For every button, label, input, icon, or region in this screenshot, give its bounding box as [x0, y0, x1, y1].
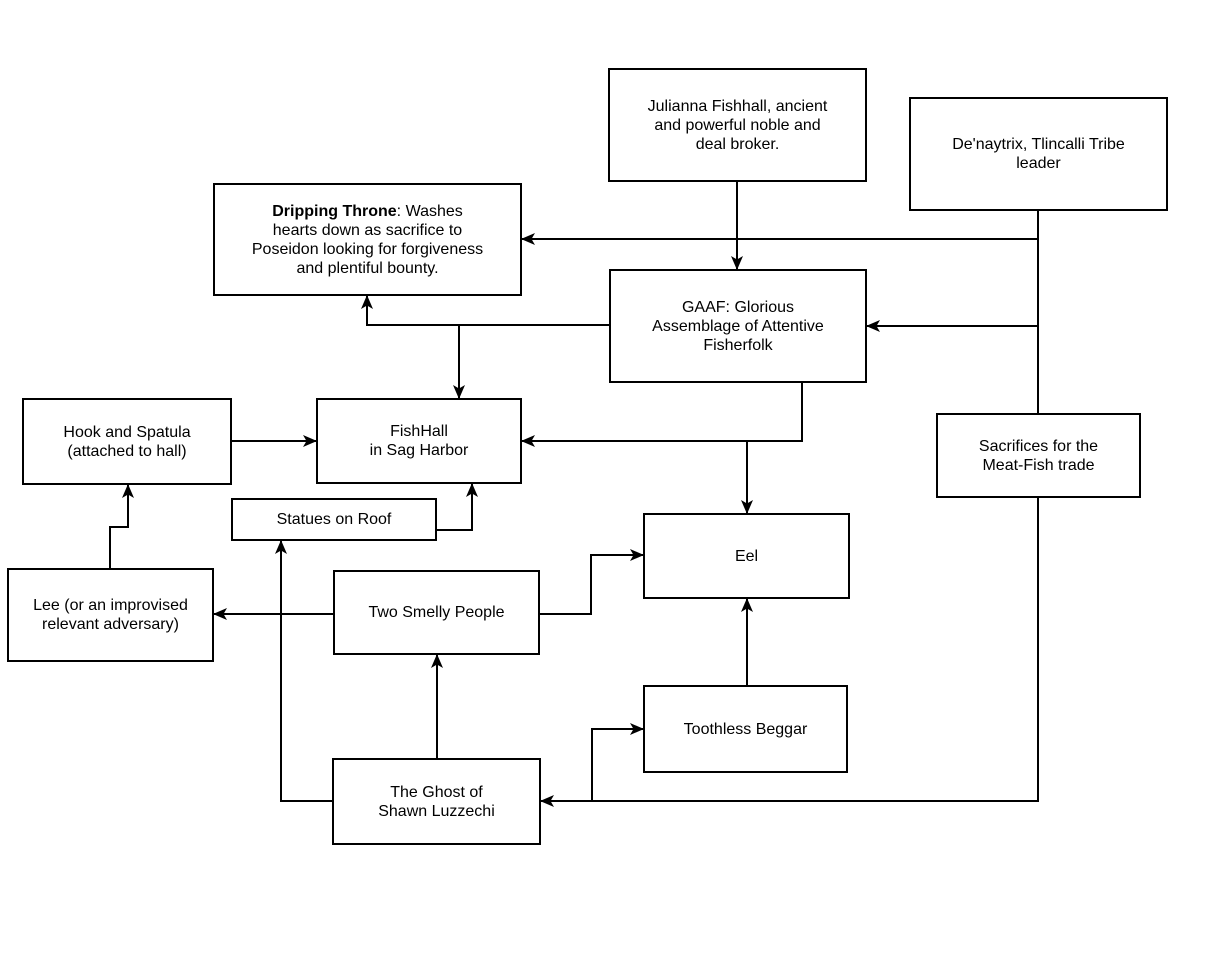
node-label-bold-dripping: Dripping Throne [272, 202, 397, 220]
node-label-hook: Hook and Spatula (attached to hall) [63, 423, 191, 460]
edge-gaaf-to-dripping [361, 295, 609, 326]
node-label-gaaf: GAAF: Glorious Assemblage of Attentive F… [652, 298, 824, 354]
node-label-eel: Eel [734, 547, 759, 565]
edge-denaytrix-to-gaaf [866, 239, 1039, 332]
node-fishhall: FishHall in Sag Harbor [316, 398, 522, 484]
node-sacrifices: Sacrifices for the Meat-Fish trade [936, 413, 1141, 498]
node-label-dripping: Dripping Throne: Washes hearts down as s… [248, 202, 487, 278]
node-toothless: Toothless Beggar [643, 685, 848, 773]
node-dripping: Dripping Throne: Washes hearts down as s… [213, 183, 522, 296]
edge-denaytrix-to-dripping [521, 211, 1039, 245]
node-julianna: Julianna Fishhall, ancient and powerful … [608, 68, 867, 182]
edge-sacrifices-to-toothless [591, 723, 644, 801]
node-lee: Lee (or an improvised relevant adversary… [7, 568, 214, 662]
edge-statues-to-fishhall [437, 483, 478, 531]
node-label-toothless: Toothless Beggar [683, 720, 808, 738]
node-gaaf: GAAF: Glorious Assemblage of Attentive F… [609, 269, 867, 383]
node-label-denaytrix: De'naytrix, Tlincalli Tribe leader [952, 136, 1125, 172]
node-label-julianna: Julianna Fishhall, ancient and powerful … [647, 97, 828, 153]
node-twosmelly: Two Smelly People [333, 570, 540, 655]
edge-twosmelly-to-eel [540, 549, 644, 615]
edge-lee-to-hook [109, 484, 134, 568]
node-label-ghost: The Ghost of Shawn Luzzechi [378, 783, 495, 820]
node-label-statues: Statues on Roof [276, 511, 392, 528]
node-label-fishhall: FishHall in Sag Harbor [369, 423, 469, 459]
node-label-lee: Lee (or an improvised relevant adversary… [33, 597, 188, 633]
node-eel: Eel [643, 513, 850, 599]
edge-sacrifices-to-ghost [540, 498, 1039, 807]
node-statues: Statues on Roof [231, 498, 437, 541]
node-label-twosmelly: Two Smelly People [368, 604, 505, 621]
edge-gaaf-to-fishhall [521, 383, 803, 447]
node-hook: Hook and Spatula (attached to hall) [22, 398, 232, 485]
node-denaytrix: De'naytrix, Tlincalli Tribe leader [909, 97, 1168, 211]
node-ghost: The Ghost of Shawn Luzzechi [332, 758, 541, 845]
node-label-rest-dripping: : Washes hearts down as sacrifice to Pos… [251, 202, 484, 277]
node-label-sacrifices: Sacrifices for the Meat-Fish trade [978, 437, 1099, 474]
edge-ghost-to-statues [275, 540, 332, 802]
